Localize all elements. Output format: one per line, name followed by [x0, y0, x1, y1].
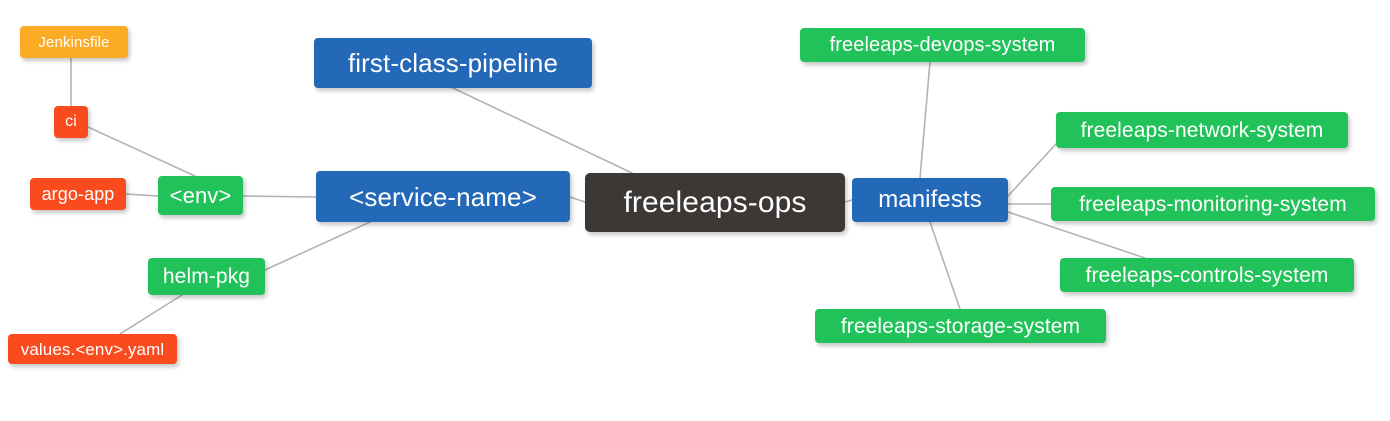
node-label: freeleaps-ops — [623, 185, 807, 219]
node-label: freeleaps-storage-system — [840, 314, 1081, 338]
edge-freeleaps-ops-to-manifests — [844, 199, 853, 203]
node-ci[interactable]: ci — [54, 106, 88, 138]
node-label: manifests — [878, 186, 982, 213]
edge-freeleaps-ops-to-service-name — [569, 196, 586, 203]
edge-service-name-to-helm-pkg — [264, 221, 371, 271]
node-label: values.<env>.yaml — [20, 339, 165, 359]
edge-manifests-to-freeleaps-network-system — [1007, 143, 1057, 197]
node-freeleaps-monitoring-system[interactable]: freeleaps-monitoring-system — [1051, 187, 1375, 221]
edge-env-to-argo-app — [125, 193, 159, 197]
node-label: <service-name> — [349, 181, 537, 212]
edge-manifests-to-freeleaps-devops-system — [919, 61, 931, 179]
node-label: freeleaps-network-system — [1080, 118, 1324, 142]
edge-service-name-to-env — [242, 195, 317, 198]
node-freeleaps-ops[interactable]: freeleaps-ops — [585, 173, 845, 232]
node-label: argo-app — [41, 184, 115, 204]
node-label: freeleaps-devops-system — [829, 34, 1056, 56]
node-env[interactable]: <env> — [158, 176, 243, 215]
node-label: first-class-pipeline — [347, 48, 559, 78]
node-label: freeleaps-controls-system — [1085, 263, 1329, 287]
edge-helm-pkg-to-values-env-yaml — [119, 294, 183, 335]
node-first-class-pipeline[interactable]: first-class-pipeline — [314, 38, 592, 88]
edge-env-to-ci — [87, 126, 196, 177]
node-freeleaps-controls-system[interactable]: freeleaps-controls-system — [1060, 258, 1354, 292]
node-freeleaps-network-system[interactable]: freeleaps-network-system — [1056, 112, 1348, 148]
edge-manifests-to-freeleaps-storage-system — [929, 221, 961, 310]
node-manifests[interactable]: manifests — [852, 178, 1008, 222]
node-argo-app[interactable]: argo-app — [30, 178, 126, 210]
node-label: Jenkinsfile — [38, 33, 110, 51]
node-service-name[interactable]: <service-name> — [316, 171, 570, 222]
edge-freeleaps-ops-to-first-class-pipeline — [452, 87, 633, 174]
node-freeleaps-storage-system[interactable]: freeleaps-storage-system — [815, 309, 1106, 343]
node-label: <env> — [169, 182, 232, 208]
node-label: freeleaps-monitoring-system — [1079, 192, 1347, 216]
node-freeleaps-devops-system[interactable]: freeleaps-devops-system — [800, 28, 1085, 62]
node-label: helm-pkg — [162, 265, 251, 288]
node-values-env-yaml[interactable]: values.<env>.yaml — [8, 334, 177, 364]
node-label: ci — [65, 113, 77, 130]
node-jenkinsfile[interactable]: Jenkinsfile — [20, 26, 128, 58]
node-helm-pkg[interactable]: helm-pkg — [148, 258, 265, 295]
